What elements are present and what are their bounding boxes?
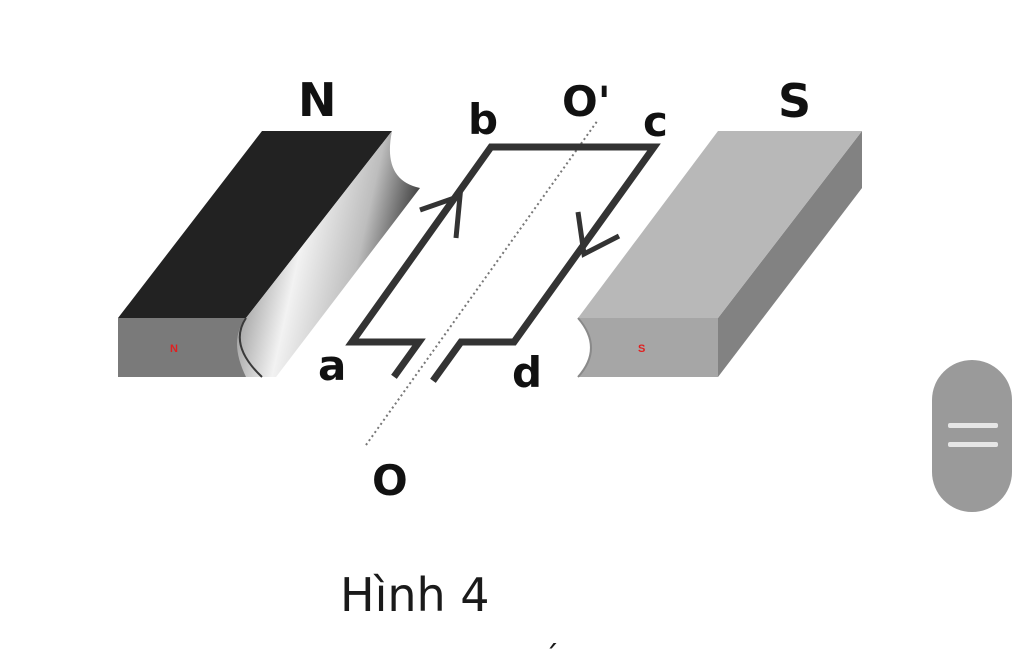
corner-label-c: c	[643, 97, 668, 146]
north-pole-curved-face	[237, 131, 420, 377]
north-magnet-front	[118, 318, 246, 377]
coil-wire	[345, 143, 661, 383]
current-arrow-down-icon	[575, 211, 621, 258]
south-magnet-top	[578, 131, 862, 318]
south-magnet-front	[578, 318, 718, 377]
corner-label-d: d	[512, 348, 542, 397]
scroll-handle[interactable]	[932, 360, 1012, 512]
south-magnet-side	[718, 131, 862, 377]
north-face-label: N	[170, 343, 178, 355]
south-label: S	[778, 74, 811, 128]
south-magnet: S	[577, 131, 862, 378]
rotation-axis	[365, 119, 599, 446]
south-face-label: S	[638, 343, 645, 355]
north-label: N	[298, 73, 337, 127]
north-pole-curve-edge	[238, 317, 263, 378]
figure-caption: Hình 4	[340, 568, 490, 622]
coil	[345, 143, 661, 383]
corner-label-a: a	[318, 341, 346, 390]
south-pole-curved-face	[577, 317, 592, 378]
north-magnet: N	[118, 131, 420, 378]
north-magnet-top	[118, 131, 392, 318]
axis-label-top: O'	[562, 77, 611, 126]
corner-label-b: b	[468, 95, 498, 144]
scroll-grip-icon	[948, 423, 998, 428]
cropped-next-line-text: ´	[544, 640, 559, 670]
current-arrow-up-icon	[419, 192, 463, 239]
scroll-grip-icon	[948, 442, 998, 447]
axis-label-bottom: O	[372, 456, 408, 505]
